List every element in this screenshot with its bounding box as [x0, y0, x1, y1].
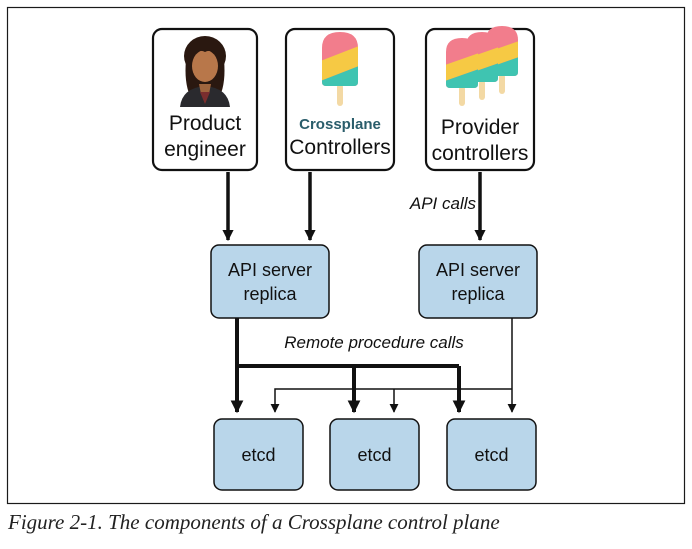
- api-server-replica-1: API server replica: [210, 244, 330, 319]
- actor-provider-controllers: Provider controllers: [424, 26, 536, 172]
- crossplane-logo-text: Crossplane: [299, 116, 381, 133]
- product-engineer-line1: Product: [169, 112, 242, 135]
- popsicle-icon: [322, 32, 358, 106]
- figure-caption: Figure 2-1. The components of a Crosspla…: [8, 510, 500, 534]
- api-calls-label: API calls: [409, 194, 477, 213]
- rpc-label: Remote procedure calls: [284, 333, 464, 352]
- etcd-1-label: etcd: [241, 445, 275, 465]
- connectors: [222, 172, 517, 414]
- etcd-node-2: etcd: [329, 418, 420, 491]
- person-icon: [180, 36, 230, 107]
- api-server-2-line1: API server: [436, 260, 520, 280]
- api-server-1-line1: API server: [228, 260, 312, 280]
- provider-controllers-line2: controllers: [432, 142, 529, 165]
- rpc-api2-bus: [270, 388, 512, 413]
- popsicles-icon: [446, 26, 518, 106]
- product-engineer-line2: engineer: [164, 138, 246, 161]
- api-server-2-line2: replica: [451, 284, 505, 304]
- figure-frame: [6, 6, 686, 505]
- crossplane-controllers-label: Controllers: [289, 136, 391, 159]
- provider-controllers-line1: Provider: [441, 116, 519, 139]
- etcd-3-label: etcd: [474, 445, 508, 465]
- etcd-2-label: etcd: [357, 445, 391, 465]
- etcd-node-3: etcd: [446, 418, 537, 491]
- api-server-1-line2: replica: [243, 284, 297, 304]
- api-server-replica-2: API server replica: [418, 244, 538, 319]
- actor-crossplane: Crossplane Controllers: [284, 27, 396, 172]
- actor-product-engineer: Product engineer: [151, 27, 259, 172]
- etcd-node-1: etcd: [213, 418, 304, 491]
